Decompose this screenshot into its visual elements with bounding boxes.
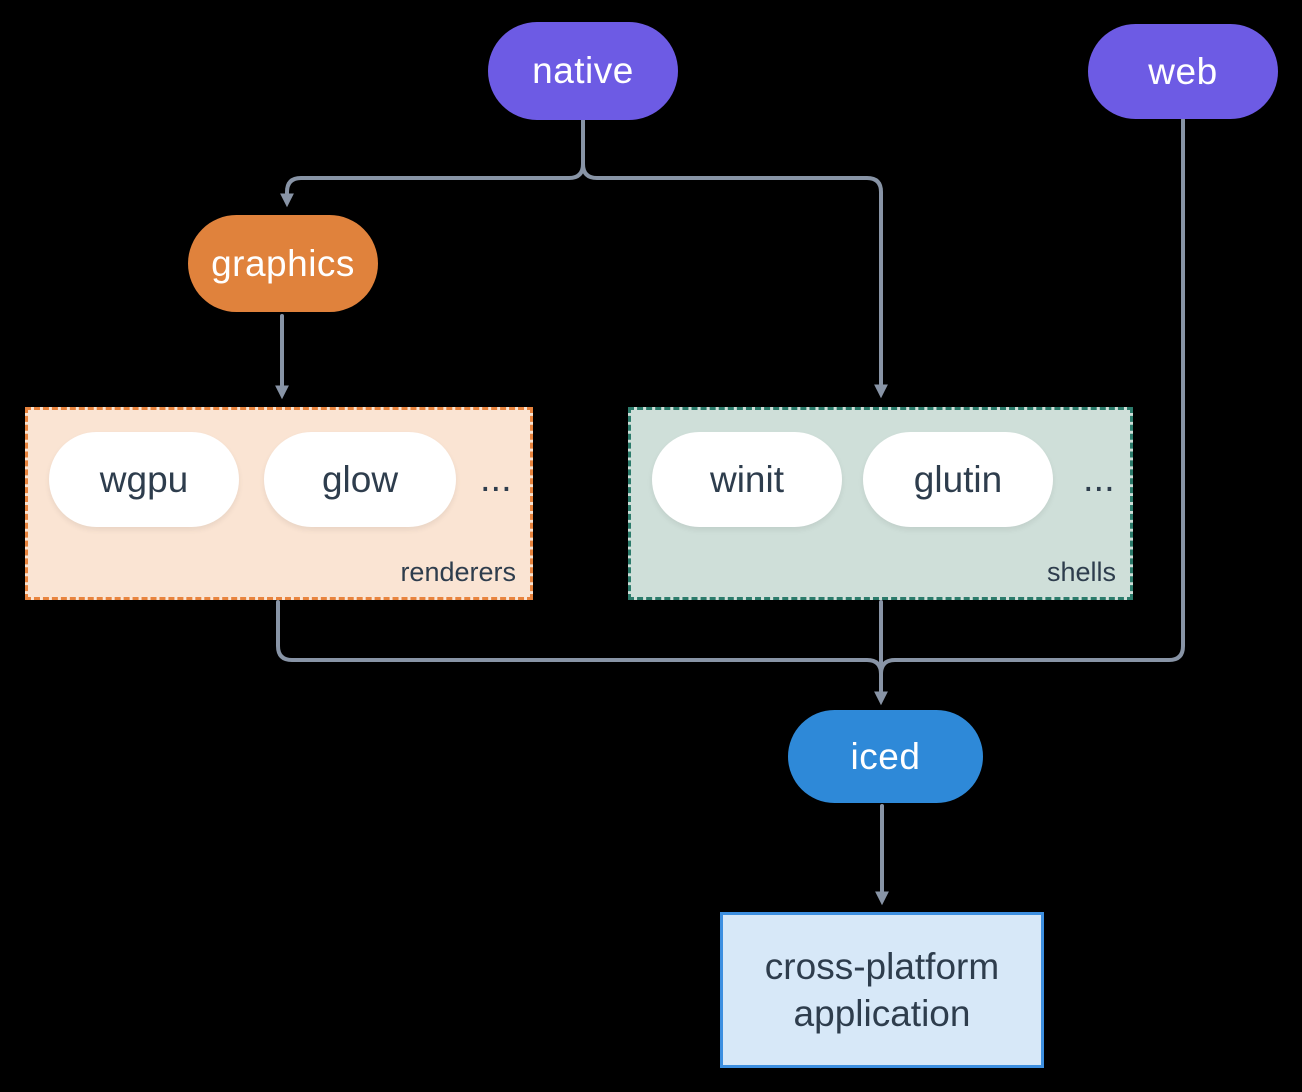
group-renderers: wgpu glow ... renderers bbox=[25, 407, 533, 600]
node-winit: winit bbox=[652, 432, 842, 527]
node-graphics: graphics bbox=[188, 215, 378, 312]
node-cross-platform-application: cross-platform application bbox=[720, 912, 1044, 1068]
node-iced-label: iced bbox=[850, 735, 921, 777]
application-label-line1: cross-platform bbox=[764, 946, 1000, 987]
node-native: native bbox=[488, 22, 678, 120]
group-renderers-label: renderers bbox=[400, 557, 516, 587]
node-glow: glow bbox=[264, 432, 456, 527]
group-shells-label: shells bbox=[1046, 557, 1116, 587]
node-winit-label: winit bbox=[709, 458, 785, 500]
edge-native-shells bbox=[581, 119, 888, 399]
edge-renderers-merge bbox=[276, 600, 883, 676]
node-glow-label: glow bbox=[321, 458, 399, 500]
node-wgpu-label: wgpu bbox=[99, 458, 189, 500]
node-native-label: native bbox=[532, 50, 634, 91]
node-glutin: glutin bbox=[863, 432, 1053, 527]
edge-native-graphics bbox=[280, 119, 585, 208]
shells-ellipsis: ... bbox=[1083, 458, 1115, 500]
node-iced: iced bbox=[788, 710, 983, 803]
group-shells: winit glutin ... shells bbox=[628, 407, 1133, 600]
node-web-label: web bbox=[1148, 50, 1218, 92]
node-graphics-label: graphics bbox=[211, 242, 355, 284]
renderers-ellipsis: ... bbox=[480, 458, 512, 500]
node-glutin-label: glutin bbox=[913, 458, 1003, 500]
node-wgpu: wgpu bbox=[49, 432, 239, 527]
application-label-line2: application bbox=[793, 993, 971, 1034]
node-web: web bbox=[1088, 24, 1278, 119]
